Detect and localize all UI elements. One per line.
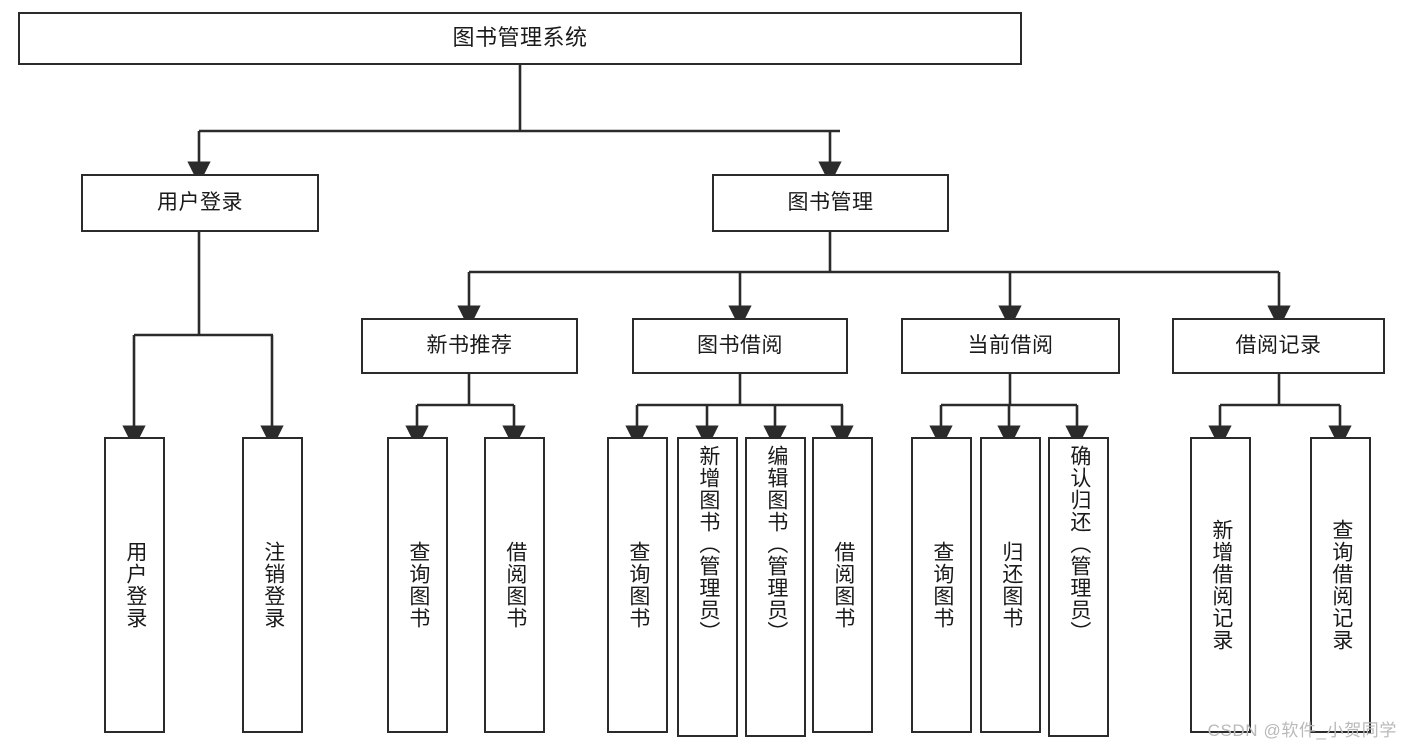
leaf-borrow-record-query-record[interactable]: 查询借阅记录 bbox=[1310, 437, 1371, 733]
leaf-label: 确认归还（管理员） bbox=[1067, 445, 1091, 643]
leaf-current-borrow-return-book[interactable]: 归还图书 bbox=[980, 437, 1041, 733]
node-root-label: 图书管理系统 bbox=[452, 25, 588, 51]
node-current-borrow-label: 当前借阅 bbox=[967, 334, 1054, 358]
leaf-label: 新增借阅记录 bbox=[1209, 519, 1233, 651]
leaf-current-borrow-confirm-return-admin[interactable]: 确认归还（管理员） bbox=[1048, 437, 1109, 737]
node-user-login-label: 用户登录 bbox=[157, 191, 243, 215]
leaf-label: 查询图书 bbox=[406, 541, 430, 629]
node-book-borrow[interactable]: 图书借阅 bbox=[632, 318, 848, 374]
leaf-label: 用户登录 bbox=[123, 541, 147, 629]
node-book-management-label: 图书管理 bbox=[787, 191, 874, 215]
leaf-label: 查询图书 bbox=[626, 541, 650, 629]
node-current-borrow[interactable]: 当前借阅 bbox=[901, 318, 1120, 374]
leaf-label: 归还图书 bbox=[999, 541, 1023, 629]
node-user-login[interactable]: 用户登录 bbox=[81, 174, 319, 232]
leaf-label: 编辑图书（管理员） bbox=[764, 445, 788, 643]
leaf-borrow-record-add-record[interactable]: 新增借阅记录 bbox=[1190, 437, 1251, 733]
leaf-book-borrow-query-book[interactable]: 查询图书 bbox=[607, 437, 668, 733]
leaf-book-borrow-add-book-admin[interactable]: 新增图书（管理员） bbox=[677, 437, 738, 737]
node-new-book-recommend-label: 新书推荐 bbox=[426, 334, 513, 358]
leaf-label: 新增图书（管理员） bbox=[696, 445, 720, 643]
leaf-label: 借阅图书 bbox=[831, 541, 855, 629]
leaf-book-borrow-borrow-book[interactable]: 借阅图书 bbox=[812, 437, 873, 733]
leaf-new-book-borrow-book[interactable]: 借阅图书 bbox=[484, 437, 545, 733]
leaf-label: 查询图书 bbox=[930, 541, 954, 629]
leaf-book-borrow-edit-book-admin[interactable]: 编辑图书（管理员） bbox=[745, 437, 806, 737]
node-book-management[interactable]: 图书管理 bbox=[712, 174, 949, 232]
leaf-new-book-query-book[interactable]: 查询图书 bbox=[387, 437, 448, 733]
leaf-label: 查询借阅记录 bbox=[1329, 519, 1353, 651]
node-borrow-record-label: 借阅记录 bbox=[1235, 334, 1322, 358]
leaf-current-borrow-query-book[interactable]: 查询图书 bbox=[911, 437, 972, 733]
node-root-book-management-system[interactable]: 图书管理系统 bbox=[18, 12, 1022, 65]
leaf-label: 借阅图书 bbox=[503, 541, 527, 629]
leaf-user-login-logout[interactable]: 注销登录 bbox=[242, 437, 303, 733]
leaf-label: 注销登录 bbox=[261, 541, 285, 629]
node-new-book-recommend[interactable]: 新书推荐 bbox=[361, 318, 578, 374]
node-borrow-record[interactable]: 借阅记录 bbox=[1172, 318, 1385, 374]
node-book-borrow-label: 图书借阅 bbox=[697, 334, 783, 358]
leaf-user-login-login[interactable]: 用户登录 bbox=[104, 437, 165, 733]
